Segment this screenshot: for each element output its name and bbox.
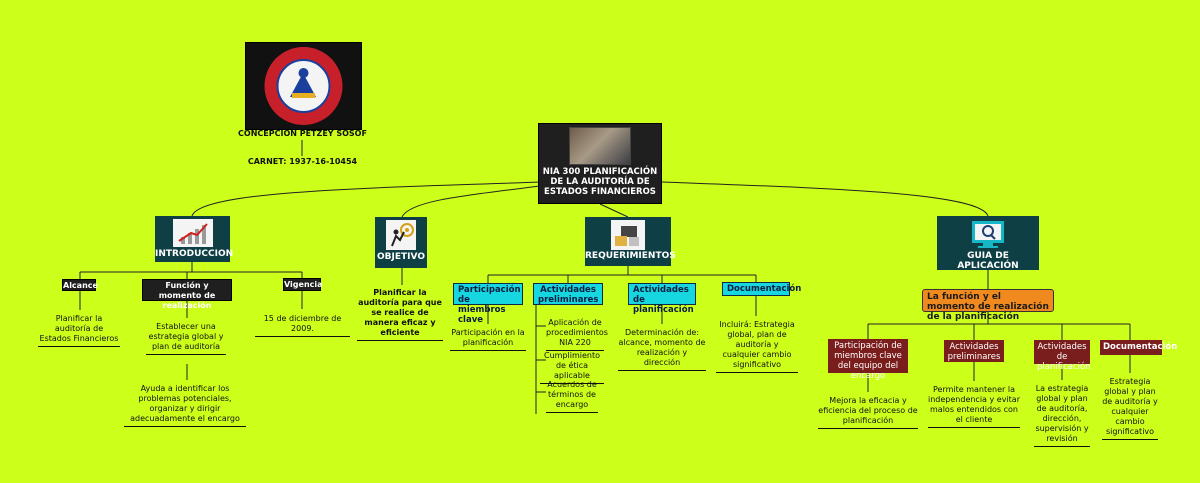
seal-icon xyxy=(264,47,343,125)
vigencia-node[interactable]: Vigencia xyxy=(283,278,323,291)
alcance-text: Planificar la auditoría de Estados Finan… xyxy=(38,314,120,347)
vigencia-text: 15 de diciembre de 2009. xyxy=(255,314,350,337)
guia-documentacion-text: Estrategia global y plan de auditoría y … xyxy=(1102,377,1158,440)
guia-documentacion-node[interactable]: Documentación xyxy=(1100,340,1177,355)
guia-node[interactable]: GUIA DE APLICACIÓN xyxy=(937,216,1039,271)
req-documentacion-text: Incluirá: Estrategia global, plan de aud… xyxy=(716,320,798,373)
alcance-node[interactable]: Alcance xyxy=(62,279,98,291)
req-planificacion-node[interactable]: Actividades de planificación xyxy=(628,283,696,315)
funcion-text-1: Establecer una estrategia global y plan … xyxy=(146,322,226,355)
growth-chart-icon xyxy=(172,219,213,247)
req-actividades-node[interactable]: Actividades preliminares xyxy=(533,283,603,305)
introduccion-node[interactable]: INTRODUCCION xyxy=(155,216,234,262)
university-logo xyxy=(245,42,362,130)
guia-planificacion-text: La estrategia global y plan de auditoría… xyxy=(1034,384,1090,447)
req-actividades-item-3: Acuerdos de términos de encargo xyxy=(546,380,598,413)
req-participacion-node[interactable]: Participación de miembros clave xyxy=(453,283,523,325)
req-participacion-text: Participación en la planificación xyxy=(450,328,526,351)
root-image xyxy=(569,127,631,165)
req-actividades-item-2: Cumplimiento de ética aplicable xyxy=(540,351,604,384)
guia-participacion-text: Mejora la eficacia y eficiencia del proc… xyxy=(818,396,918,429)
objetivo-text: Planificar la auditoría para que se real… xyxy=(357,288,443,341)
search-monitor-icon xyxy=(972,221,1004,248)
guia-actividades-node[interactable]: Actividades preliminares xyxy=(944,340,1004,362)
requerimientos-node[interactable]: REQUERIMIENTOS xyxy=(585,217,676,266)
target-figure-icon xyxy=(386,220,416,250)
guia-actividades-text: Permite mantener la independencia y evit… xyxy=(928,385,1020,428)
req-planificacion-text: Determinación de: alcance, momento de re… xyxy=(618,328,706,371)
root-node[interactable]: NIA 300 PLANIFICACIÓN DE LA AUDITORÍA DE… xyxy=(538,123,662,204)
guia-funcion-node[interactable]: La función y el momento de realización d… xyxy=(922,289,1054,322)
objetivo-label: OBJETIVO xyxy=(377,252,425,262)
carnet: CARNET: 1937-16-10454 xyxy=(247,157,358,166)
documents-icon xyxy=(611,220,645,250)
requerimientos-label: REQUERIMIENTOS xyxy=(585,251,676,261)
guia-label: GUIA DE APLICACIÓN xyxy=(957,251,1019,271)
introduccion-label: INTRODUCCION xyxy=(155,249,234,259)
funcion-text-2: Ayuda a identificar los problemas potenc… xyxy=(124,384,246,427)
author-name: CONCEPCIÓN PETZEY SOSOF xyxy=(238,129,367,138)
funcion-node[interactable]: Función y momento de realización xyxy=(142,279,232,310)
objetivo-node[interactable]: OBJETIVO xyxy=(375,217,427,268)
guia-planificacion-node[interactable]: Actividades de planificación xyxy=(1034,340,1091,372)
req-documentacion-node[interactable]: Documentación xyxy=(722,282,801,296)
root-title: NIA 300 PLANIFICACIÓN DE LA AUDITORÍA DE… xyxy=(542,167,658,197)
req-actividades-item-1: Aplicación de procedimientos NIA 220 xyxy=(546,318,608,351)
guia-participacion-node[interactable]: Participación de miembros clave del equi… xyxy=(828,339,908,381)
